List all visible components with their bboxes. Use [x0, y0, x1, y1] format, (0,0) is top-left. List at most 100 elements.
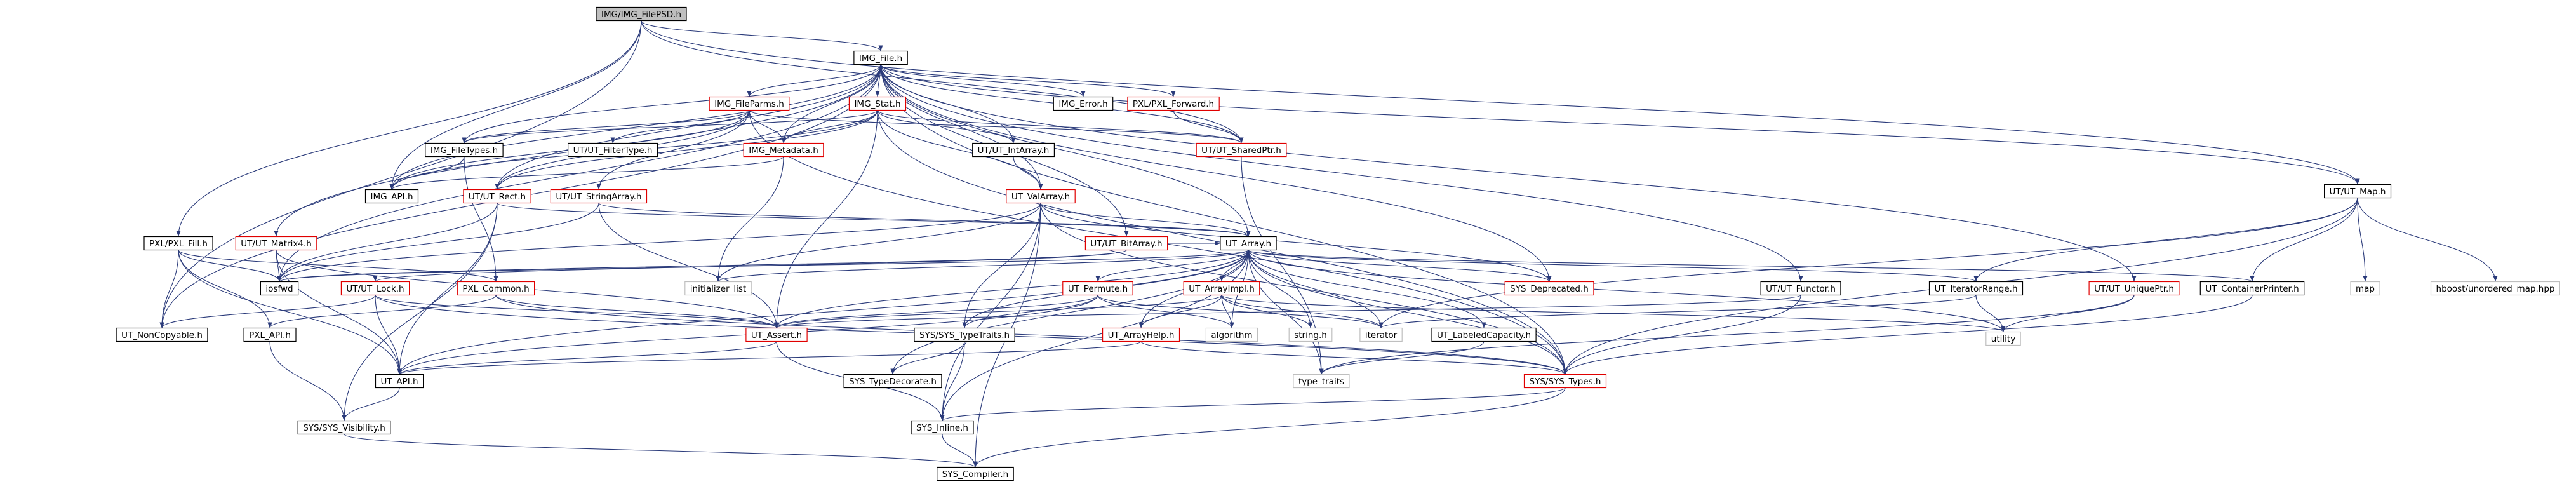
- node-ut-ut-bitarray-h[interactable]: UT/UT_BitArray.h: [1084, 236, 1168, 251]
- node-label: UT_IteratorRange.h: [1934, 284, 2017, 294]
- node-img-file-h[interactable]: IMG_File.h: [853, 50, 908, 65]
- node-sys-sys-typetraits-h[interactable]: SYS/SYS_TypeTraits.h: [914, 327, 1015, 342]
- node-sys-deprecated-h[interactable]: SYS_Deprecated.h: [1504, 281, 1594, 296]
- node-box: [243, 327, 297, 342]
- node-box: [1062, 281, 1133, 296]
- node-sys-typedecorate-h[interactable]: SYS_TypeDecorate.h: [843, 374, 942, 389]
- node-ut-ut-rect-h[interactable]: UT/UT_Rect.h: [463, 189, 531, 204]
- edge-utmap-to-boostmap: [2357, 198, 2498, 282]
- node-sys-sys-visibility-h[interactable]: SYS/SYS_Visibility.h: [297, 420, 391, 435]
- node-sys-inline-h[interactable]: SYS_Inline.h: [911, 420, 974, 435]
- node-ut-api-h[interactable]: UT_API.h: [375, 374, 424, 389]
- node-box: [684, 281, 752, 296]
- edge-pxlapi-to-visibility: [269, 341, 347, 421]
- node-img-filetypes-h[interactable]: IMG_FileTypes.h: [425, 142, 504, 158]
- node-type-traits[interactable]: type_traits: [1293, 374, 1350, 389]
- node-img-img-filepsd-h[interactable]: IMG/IMG_FilePSD.h: [596, 6, 687, 22]
- node-label: SYS/SYS_TypeTraits.h: [919, 330, 1010, 340]
- node-ut-permute-h[interactable]: UT_Permute.h: [1062, 281, 1133, 296]
- node-ut-ut-matrix4-h[interactable]: UT/UT_Matrix4.h: [235, 236, 317, 251]
- edge-fileparms-to-filetypes: [462, 110, 750, 144]
- edge-root-to-utmap: [641, 20, 2360, 185]
- edge-utarray-to-iterator: [1248, 250, 1384, 328]
- node-hboost-unordered-map-hpp[interactable]: hboost/unordered_map.hpp: [2430, 281, 2560, 296]
- node-ut-iteratorrange-h[interactable]: UT_IteratorRange.h: [1928, 281, 2024, 296]
- edge-valarray-to-utarray: [1040, 203, 1251, 237]
- edge-utarray-to-stdtypetraits: [1248, 250, 1324, 375]
- node-ut-ut-functor-h[interactable]: UT/UT_Functor.h: [1760, 281, 1841, 296]
- edge-permute-to-typetraits: [962, 295, 1098, 328]
- node-pxl-api-h[interactable]: PXL_API.h: [243, 327, 297, 342]
- node-iosfwd[interactable]: iosfwd: [260, 281, 299, 296]
- node-ut-ut-map-h[interactable]: UT/UT_Map.h: [2324, 184, 2392, 199]
- edge-pxlcommon-to-assert: [495, 295, 779, 328]
- node-img-error-h[interactable]: IMG_Error.h: [1053, 96, 1114, 111]
- node-label: PXL_API.h: [249, 330, 291, 340]
- node-box: [596, 6, 687, 22]
- node-ut-ut-sharedptr-h[interactable]: UT/UT_SharedPtr.h: [1196, 142, 1287, 158]
- node-ut-ut-filtertype-h[interactable]: UT/UT_FilterType.h: [567, 142, 658, 158]
- node-label: iterator: [1365, 330, 1398, 340]
- node-ut-ut-intarray-h[interactable]: UT/UT_IntArray.h: [972, 142, 1055, 158]
- edge-imgfile-to-uniqueptr: [880, 64, 2137, 282]
- edge-bitarray-to-iosfwd: [277, 250, 1127, 282]
- node-sys-sys-types-h[interactable]: SYS/SYS_Types.h: [1523, 374, 1607, 389]
- edge-metadata-to-initlist: [716, 156, 784, 282]
- node-ut-ut-lock-h[interactable]: UT/UT_Lock.h: [340, 281, 410, 296]
- node-pxl-pxl-fill-h[interactable]: PXL/PXL_Fill.h: [143, 236, 213, 251]
- node-sys-compiler-h[interactable]: SYS_Compiler.h: [937, 466, 1014, 481]
- node-initializer-list[interactable]: initializer_list: [684, 281, 752, 296]
- edge-utmap-to-iterator: [1378, 198, 2358, 328]
- node-pxl-pxl-forward-h[interactable]: PXL/PXL_Forward.h: [1127, 96, 1220, 111]
- node-utility[interactable]: utility: [1985, 331, 2021, 346]
- edge-valarray-to-initlist: [716, 203, 1041, 282]
- node-img-fileparms-h[interactable]: IMG_FileParms.h: [709, 96, 790, 111]
- edge-arrayimpl-to-arrayhelp: [1138, 295, 1222, 328]
- node-box: [1359, 327, 1403, 342]
- node-label: UT/UT_Lock.h: [346, 284, 404, 294]
- node-label: algorithm: [1211, 330, 1252, 340]
- node-ut-ut-uniqueptr-h[interactable]: UT/UT_UniquePtr.h: [2088, 281, 2180, 296]
- node-label: initializer_list: [690, 284, 746, 294]
- node-img-stat-h[interactable]: IMG_Stat.h: [848, 96, 907, 111]
- node-ut-ut-stringarray-h[interactable]: UT/UT_StringArray.h: [550, 189, 648, 204]
- node-box: [463, 189, 531, 204]
- edge-typetraits-to-inline: [940, 341, 965, 421]
- node-iterator[interactable]: iterator: [1359, 327, 1403, 342]
- edge-visibility-to-compiler: [344, 434, 978, 468]
- edge-intarray-to-valarray: [1013, 156, 1043, 190]
- node-label: utility: [1991, 334, 2015, 344]
- node-string-h[interactable]: string.h: [1288, 327, 1333, 342]
- node-ut-arrayhelp-h[interactable]: UT_ArrayHelp.h: [1102, 327, 1180, 342]
- edge-utmap-to-contprinter: [2250, 198, 2358, 282]
- node-pxl-common-h[interactable]: PXL_Common.h: [457, 281, 535, 296]
- node-ut-array-h[interactable]: UT_Array.h: [1220, 236, 1277, 251]
- node-ut-arrayimpl-h[interactable]: UT_ArrayImpl.h: [1183, 281, 1260, 296]
- node-label: map: [2356, 284, 2375, 294]
- node-box: [1102, 327, 1180, 342]
- node-ut-labeledcapacity-h[interactable]: UT_LabeledCapacity.h: [1431, 327, 1537, 342]
- node-label: UT_ArrayHelp.h: [1108, 330, 1175, 340]
- node-box: [116, 327, 208, 342]
- node-ut-noncopyable-h[interactable]: UT_NonCopyable.h: [116, 327, 208, 342]
- edge-rect-to-iosfwd: [277, 203, 498, 282]
- edge-imgfile-to-error: [880, 64, 1086, 97]
- node-label: IMG_API.h: [370, 192, 413, 202]
- node-label: UT_Assert.h: [751, 330, 802, 340]
- edge-systypes-to-compiler: [973, 387, 1566, 468]
- node-box: [1183, 281, 1260, 296]
- edge-pxlcommon-to-systypes: [495, 295, 1568, 375]
- edge-imgfile-to-utarray: [880, 64, 1251, 237]
- node-ut-valarray-h[interactable]: UT_ValArray.h: [1006, 189, 1076, 204]
- node-algorithm[interactable]: algorithm: [1205, 327, 1258, 342]
- node-map[interactable]: map: [2350, 281, 2380, 296]
- node-img-metadata-h[interactable]: IMG_Metadata.h: [743, 142, 824, 158]
- node-label: UT_LabeledCapacity.h: [1437, 330, 1531, 340]
- node-label: PXL/PXL_Forward.h: [1133, 99, 1214, 109]
- node-ut-assert-h[interactable]: UT_Assert.h: [745, 327, 808, 342]
- node-label: SYS_TypeDecorate.h: [849, 377, 937, 387]
- node-ut-containerprinter-h[interactable]: UT_ContainerPrinter.h: [2199, 281, 2305, 296]
- node-img-api-h[interactable]: IMG_API.h: [364, 189, 419, 204]
- node-label: IMG_FileParms.h: [714, 99, 784, 109]
